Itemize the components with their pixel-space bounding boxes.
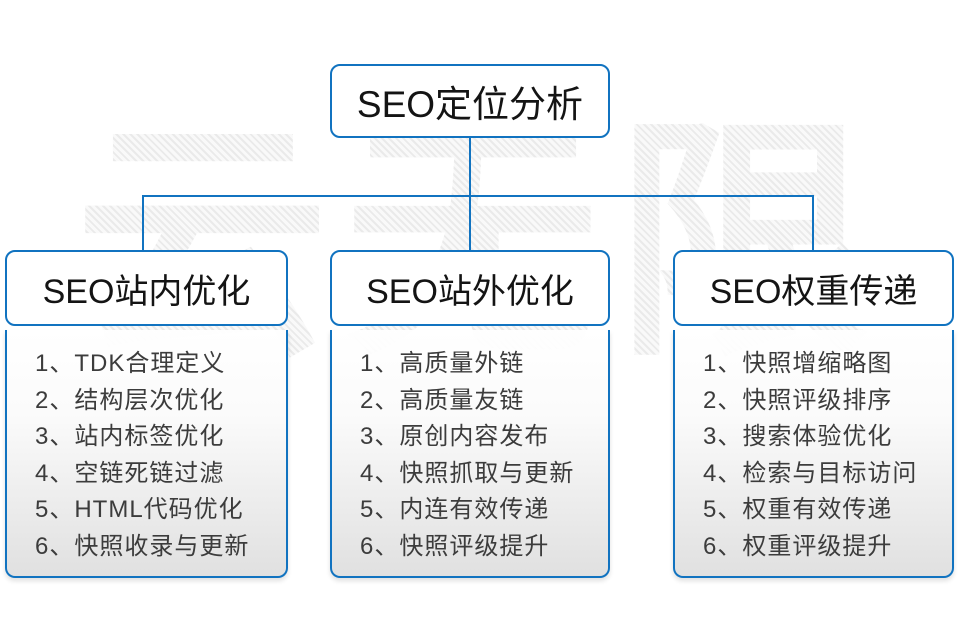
list-item: 3、站内标签优化: [35, 423, 225, 451]
list-item: 4、空链死链过滤: [35, 459, 225, 487]
column-weight-title: SEO权重传递: [709, 272, 918, 311]
connector-column-1: [142, 195, 144, 251]
list-item: 3、原创内容发布: [360, 423, 550, 451]
list-item: 3、搜索体验优化: [703, 423, 893, 451]
column-onsite-header: SEO站内优化: [5, 250, 288, 326]
list-item: 5、权重有效传递: [703, 496, 893, 524]
column-onsite-panel: 1、TDK合理定义 2、结构层次优化 3、站内标签优化 4、空链死链过滤 5、H…: [5, 330, 288, 578]
list-item: 1、高质量外链: [360, 350, 525, 377]
watermark-text: 云无限: [75, 101, 885, 385]
list-item: 2、结构层次优化: [35, 386, 225, 414]
column-onsite-title: SEO站内优化: [42, 272, 251, 311]
list-item: 6、权重评级提升: [703, 532, 893, 560]
connector-horizontal: [142, 195, 814, 197]
column-offsite-header: SEO站外优化: [330, 250, 610, 326]
list-item: 6、快照收录与更新: [35, 532, 250, 560]
list-item: 1、TDK合理定义: [35, 350, 226, 377]
list-item: 6、快照评级提升: [360, 532, 550, 560]
column-weight-panel: 1、快照增缩略图 2、快照评级排序 3、搜索体验优化 4、检索与目标访问 5、权…: [673, 330, 954, 578]
column-weight-header: SEO权重传递: [673, 250, 954, 326]
root-title: SEO定位分析: [356, 84, 584, 125]
column-offsite-title: SEO站外优化: [366, 272, 574, 311]
root-node: SEO定位分析: [330, 64, 610, 138]
list-item: 4、快照抓取与更新: [360, 459, 575, 487]
column-weight: SEO权重传递 1、快照增缩略图 2、快照评级排序 3、搜索体验优化 4、检索与…: [673, 250, 954, 578]
list-item: 4、检索与目标访问: [703, 459, 918, 487]
connector-column-3: [812, 195, 814, 251]
list-item: 5、HTML代码优化: [35, 496, 244, 524]
connector-column-2: [469, 195, 471, 251]
column-offsite-panel: 1、高质量外链 2、高质量友链 3、原创内容发布 4、快照抓取与更新 5、内连有…: [330, 330, 610, 578]
list-item: 2、快照评级排序: [703, 386, 893, 414]
list-item: 5、内连有效传递: [360, 496, 550, 524]
list-item: 2、高质量友链: [360, 386, 525, 414]
connector-root-vertical: [469, 136, 471, 196]
column-offsite: SEO站外优化 1、高质量外链 2、高质量友链 3、原创内容发布 4、快照抓取与…: [330, 250, 610, 578]
list-item: 1、快照增缩略图: [703, 350, 893, 377]
column-onsite: SEO站内优化 1、TDK合理定义 2、结构层次优化 3、站内标签优化 4、空链…: [5, 250, 288, 578]
